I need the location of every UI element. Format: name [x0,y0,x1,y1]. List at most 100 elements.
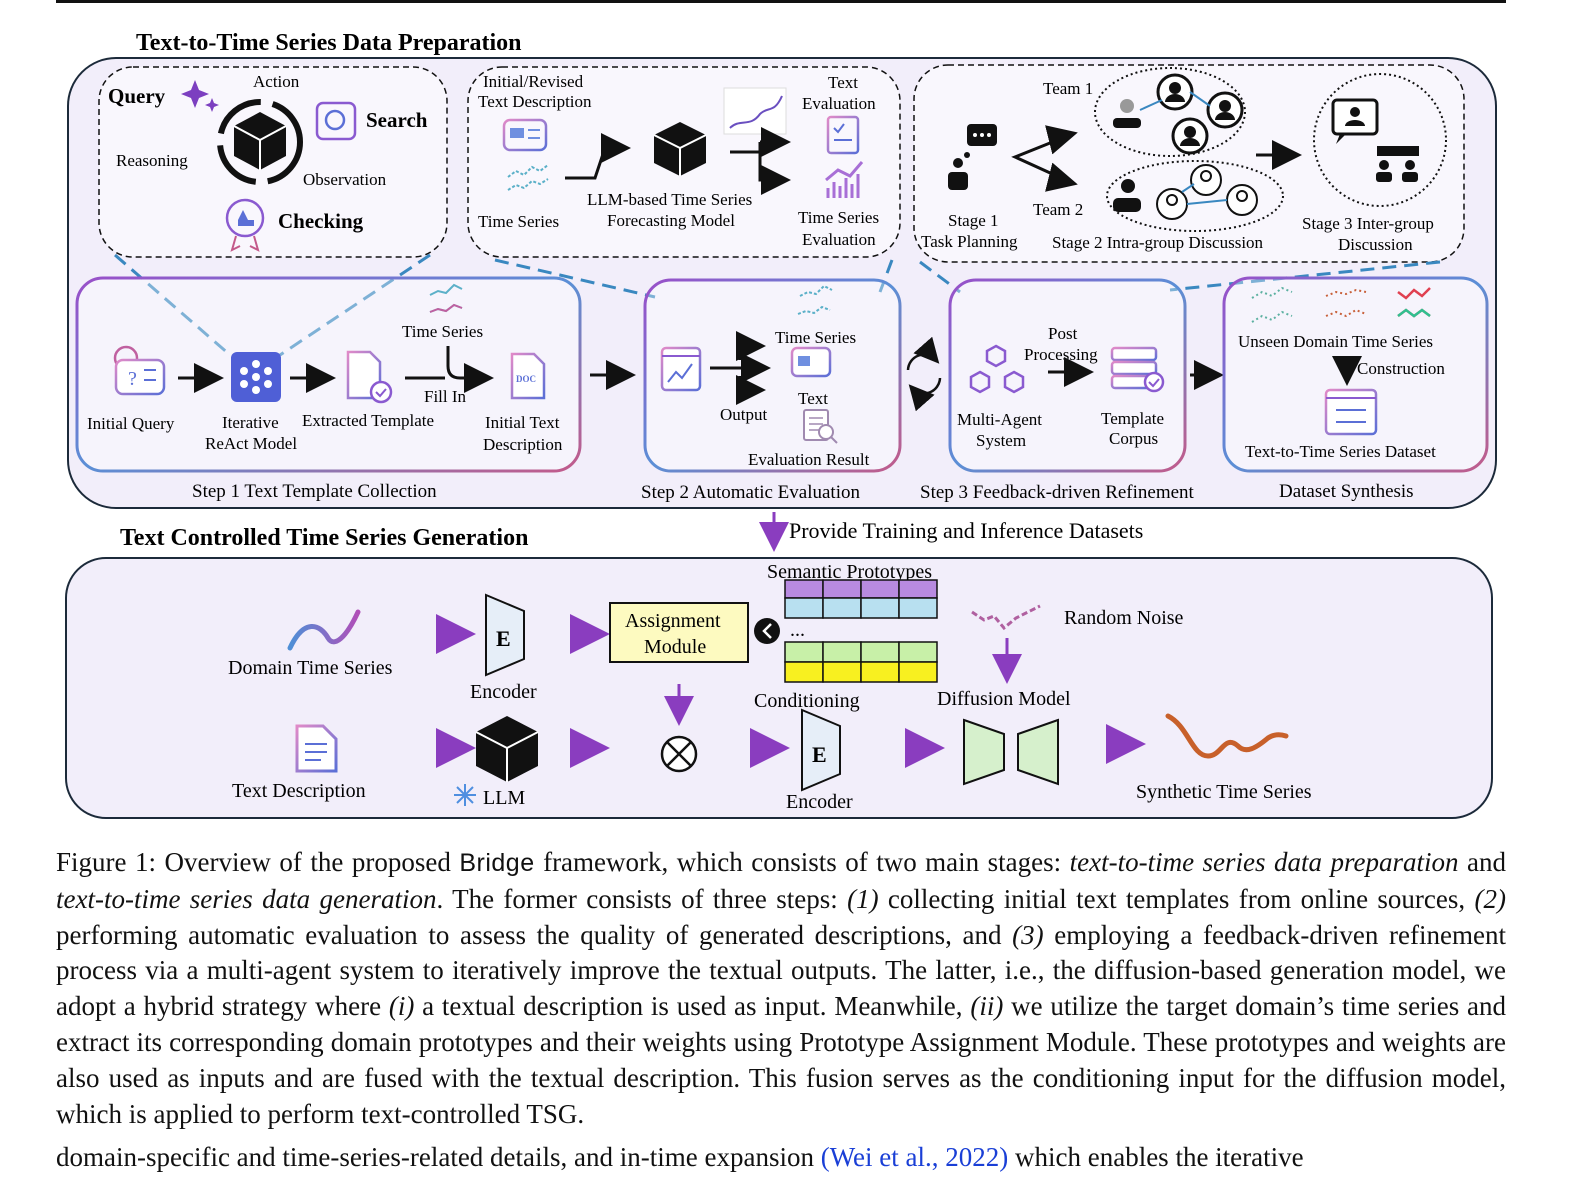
encoder-top-label: Encoder [470,681,537,703]
initial-revised-label: Initial/Revised [483,72,584,91]
team-detail-box [913,64,1465,263]
caption-bridge: Bridge [459,849,535,877]
stage1-label-2: Task Planning [921,232,1018,251]
template-doc-icon [346,350,393,404]
dataset-label: Text-to-Time Series Dataset [1245,442,1436,461]
multi-agent-icon [969,344,1025,394]
diffusion-label: Diffusion Model [937,688,1071,710]
database-icon [1110,346,1165,393]
conditioning-grid [784,641,938,683]
encoder-bottom-label: Encoder [786,791,853,813]
diffusion-unet-shape [963,718,1059,786]
search-label: Search [366,108,428,132]
initial-text-label-1: Initial Text [485,413,560,432]
initial-text-label-2: Description [483,435,563,454]
construction-label: Construction [1357,359,1445,378]
team1-label: Team 1 [1043,79,1093,98]
ts-eval-label-1: Time Series [798,208,879,227]
caption-text: we utilize the target domain’s time seri… [56,991,1507,1129]
text-description-doc-icon [295,724,338,773]
conditioning-label: Conditioning [754,690,860,712]
body-text-cutoff: domain-specific and time-series-related … [56,1140,1506,1180]
assignment-label-2: Module [644,636,706,658]
action-label: Action [253,72,300,91]
step2-box [643,278,902,473]
domain-ts-label: Domain Time Series [228,657,393,679]
caption-text: collecting initial text templates from o… [878,883,1475,914]
mas-label-2: System [976,431,1026,450]
eval-result-icon [803,409,838,444]
reasoning-label: Reasoning [116,151,188,170]
checking-label: Checking [278,209,364,233]
prep-title: Text-to-Time Series Data Preparation [136,30,522,56]
caption-text: employing a feedback-driven refinement p… [56,919,1506,1022]
provide-datasets-label: Provide Training and Inference Datasets [789,518,1143,543]
checklist-icon [826,115,860,155]
mas-label-1: Multi-Agent [957,410,1042,429]
stage3-label-1: Stage 3 Inter-group [1302,214,1434,233]
initial-query-label: Initial Query [87,414,175,433]
badge-icon [225,198,265,252]
iterative-label-1: Iterative [222,413,279,432]
citation-link[interactable]: (Wei et al., 2022) [820,1142,1009,1172]
stage3-label-2: Discussion [1338,235,1413,254]
encoder-top-shape [485,593,525,677]
iterative-label-2: ReAct Model [205,434,297,453]
llm-model-label-2: Forecasting Model [607,211,735,230]
caption-text: and [1458,847,1506,877]
caption-italic: (i) [388,991,415,1022]
step2-time-series-label: Time Series [775,328,856,347]
caption-text: a textual description is used as input. … [414,991,971,1022]
refresh-cycle-icon [906,336,942,412]
body-text: domain-specific and time-series-related … [56,1142,821,1172]
synthetic-ts-icon [1165,713,1289,759]
semantic-prototype-grid [784,579,938,619]
caption-text: Figure 1: Overview of the proposed [56,847,460,877]
caption-italic: text-to-time series data generation [56,883,437,914]
team1-group [1094,67,1246,157]
unseen-label: Unseen Domain Time Series [1238,332,1433,351]
generation-panel [65,557,1493,819]
snowflake-icon [454,784,476,806]
tc-label-2: Corpus [1109,429,1158,448]
text-eval-label-2: Evaluation [802,94,876,113]
observation-label: Observation [303,170,387,189]
ts-eval-label-2: Evaluation [802,230,876,249]
stage1-label-1: Stage 1 [948,211,999,230]
random-noise-icon [971,604,1041,631]
unseen-ts-icon-2 [1325,288,1367,318]
encoder-bottom-letter: E [812,742,827,767]
random-noise-label: Random Noise [1064,607,1184,629]
fusion-otimes-icon [660,735,698,773]
stage3-group [1313,73,1447,207]
text-description-label: Text Description [478,92,592,111]
svg-text:?: ? [128,368,137,390]
synthesis-label: Dataset Synthesis [1279,481,1414,502]
step2-output-label: Output [720,405,768,424]
caption-italic: (1) [847,883,879,914]
caption-italic: (2) [1474,883,1506,914]
text-description-label: Text Description [232,780,366,802]
encoder-bottom-shape [801,708,841,792]
chat-person-icon [948,124,997,190]
fill-in-label: Fill In [424,387,467,406]
text-chat-icon [502,118,548,152]
llm-model-label-1: LLM-based Time Series [587,190,752,209]
stage2-label: Stage 2 Intra-group Discussion [1052,233,1264,252]
caption-text: framework, which consists of two main st… [534,847,1070,877]
search-icon [315,101,357,141]
query-chat-icon: ? [113,345,166,396]
semantic-prototypes-label: Semantic Prototypes [767,561,932,583]
forecast-plot-icon [723,87,787,135]
generation-title: Text Controlled Time Series Generation [120,525,528,551]
initial-text-doc-icon: DOC [510,352,546,400]
team1-people-icons [1113,73,1244,155]
ellipsis-label: ... [790,619,805,641]
react-cycle-icon [217,99,303,185]
dashboard-icon [660,346,702,392]
assignment-label-1: Assignment [625,610,721,632]
team2-label: Team 2 [1033,200,1083,219]
eval-result-label: Evaluation Result [748,450,870,469]
step3-label: Step 3 Feedback-driven Refinement [920,482,1195,503]
select-arrow-icon [754,618,780,644]
